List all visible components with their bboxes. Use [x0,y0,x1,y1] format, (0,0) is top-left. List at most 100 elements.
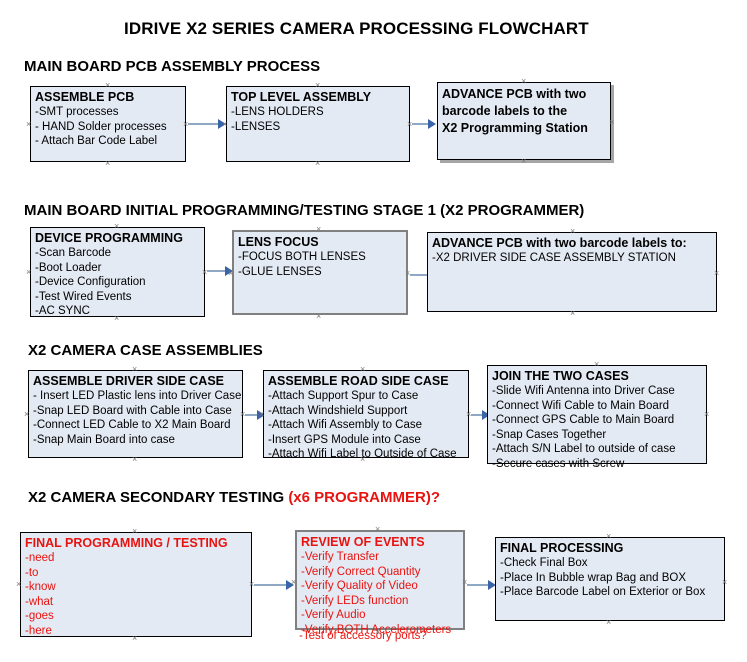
selection-handle[interactable]: × [375,524,381,534]
selection-handle[interactable]: × [132,364,138,374]
selection-handle[interactable]: × [466,409,472,419]
node-line: -Snap LED Board with Cable into Case [33,404,232,417]
node-line: -Attach S/N Label to outside of case [492,443,676,455]
selection-handle[interactable]: × [407,119,413,129]
connector-final-programming-to-review-of-events [254,580,294,590]
selection-handle[interactable]: × [375,627,381,637]
arrow-head-icon [286,580,294,590]
selection-handle[interactable]: × [316,311,322,321]
node-assemble-driver-side-case[interactable]: ASSEMBLE DRIVER SIDE CASE - Insert LED P… [28,370,243,458]
node-final-processing[interactable]: FINAL PROCESSING -Check Final Box -Place… [495,537,725,621]
connector-assemble-pcb-to-top-level-assembly [188,119,226,129]
node-line: -LENSES [231,120,281,133]
node-line: -X2 DRIVER SIDE CASE ASSEMBLY STATION [432,252,676,264]
section-heading-accent: (x6 PROGRAMMER)? [288,489,440,506]
selection-handle[interactable]: × [609,117,615,127]
node-join-the-two-cases[interactable]: JOIN THE TWO CASES -Slide Wifi Antenna i… [487,365,707,470]
connector-device-programming-to-lens-focus [207,266,233,276]
node-title: LENS FOCUS [238,235,319,249]
section-heading-text: X2 CAMERA SECONDARY TESTING [28,489,289,506]
selection-handle[interactable]: × [462,577,468,587]
selection-handle[interactable]: × [360,454,366,464]
selection-handle[interactable]: × [114,221,120,231]
node-review-of-events[interactable]: REVIEW OF EVENTS -Verify Transfer -Verif… [295,530,465,636]
node-device-programming[interactable]: DEVICE PROGRAMMING -Scan Barcode -Boot L… [30,227,205,317]
connector-shaft [245,414,258,416]
node-line: X2 Programming Station [442,121,588,135]
selection-handle[interactable]: × [202,267,208,277]
selection-handle[interactable]: × [606,531,612,541]
selection-handle[interactable]: × [594,460,600,470]
selection-handle[interactable]: × [26,267,32,277]
node-lens-focus[interactable]: LENS FOCUS -FOCUS BOTH LENSES -GLUE LENS… [232,230,408,315]
node-title: ASSEMBLE DRIVER SIDE CASE [33,374,225,388]
selection-handle[interactable]: × [521,76,527,86]
selection-handle[interactable]: × [606,617,612,627]
arrow-head-icon [482,410,490,420]
node-line: -Snap Main Board into case [33,433,175,446]
node-line: -Connect GPS Cable to Main Board [492,414,675,426]
selection-handle[interactable]: × [24,409,30,419]
node-line: -Attach Wifi Label to Outside of Case [268,448,457,460]
selection-handle[interactable]: × [183,119,189,129]
connector-shaft [254,584,287,586]
selection-handle[interactable]: × [26,119,32,129]
selection-handle[interactable]: × [132,633,138,643]
node-advance-pcb-driver-side-station[interactable]: ADVANCE PCB with two barcode labels to: … [427,232,717,312]
selection-handle[interactable]: × [259,409,265,419]
selection-handle[interactable]: × [704,409,710,419]
selection-handle[interactable]: × [360,364,366,374]
node-line: -FOCUS BOTH LENSES [238,251,366,263]
selection-handle[interactable]: × [105,158,111,168]
selection-handle[interactable]: × [315,158,321,168]
selection-handle[interactable]: × [722,577,728,587]
node-line: -LENS HOLDERS [231,106,324,118]
selection-handle[interactable]: × [249,579,255,589]
node-line: -Connect Wifi Cable to Main Board [492,399,670,412]
node-line: -Verify LEDs function [301,594,409,607]
connector-driver-side-to-road-side [245,410,265,420]
selection-handle[interactable]: × [132,454,138,464]
selection-handle[interactable]: × [291,577,297,587]
selection-handle[interactable]: × [594,359,600,369]
connector-shaft [207,270,226,272]
selection-handle[interactable]: × [315,80,321,90]
node-line: -what [25,595,54,608]
node-assemble-pcb[interactable]: ASSEMBLE PCB -SMT processes - HAND Solde… [30,86,186,162]
connector-review-of-events-to-final-processing [467,580,496,590]
selection-handle[interactable]: × [570,308,576,318]
node-title: DEVICE PROGRAMMING [35,231,183,245]
selection-handle[interactable]: × [521,156,527,166]
page-title: IDRIVE X2 SERIES CAMERA PROCESSING FLOWC… [124,19,589,38]
selection-handle[interactable]: × [714,268,720,278]
node-title: FINAL PROGRAMMING / TESTING [25,536,228,550]
node-advance-pcb-programming-station[interactable]: ADVANCE PCB with two barcode labels to t… [437,82,611,160]
selection-handle[interactable]: × [228,268,234,278]
node-line: -here [25,624,52,637]
node-line: -Attach Windshield Support [268,404,408,417]
node-line: -Slide Wifi Antenna into Driver Case [492,385,675,397]
selection-handle[interactable]: × [105,80,111,90]
selection-handle[interactable]: × [570,226,576,236]
node-line: -Boot Loader [35,261,102,274]
selection-handle[interactable]: × [405,268,411,278]
node-top-level-assembly[interactable]: TOP LEVEL ASSEMBLY -LENS HOLDERS -LENSES [226,86,410,162]
selection-handle[interactable]: × [316,224,322,234]
node-line: -Check Final Box [500,557,588,569]
selection-handle[interactable]: × [132,526,138,536]
node-line: -Verify Quality of Video [301,580,418,592]
section-heading-x2-camera-secondary-testing: X2 CAMERA SECONDARY TESTING (x6 PROGRAMM… [28,489,440,506]
node-line: -know [25,581,56,593]
node-assemble-road-side-case[interactable]: ASSEMBLE ROAD SIDE CASE -Attach Support … [263,370,469,460]
node-final-programming-testing[interactable]: FINAL PROGRAMMING / TESTING -need -to -k… [20,532,252,637]
selection-handle[interactable]: × [222,119,228,129]
selection-handle[interactable]: × [240,409,246,419]
node-line: - Insert LED Plastic lens into Driver Ca… [33,390,242,402]
selection-handle[interactable]: × [16,579,22,589]
arrow-head-icon [428,119,436,129]
node-line: -Attach Support Spur to Case [268,390,419,402]
selection-handle[interactable]: × [114,313,120,323]
node-line: -Test Wired Events [35,290,132,303]
node-line: barcode labels to the [442,104,568,118]
node-line: -Attach Wifi Assembly to Case [268,419,423,431]
